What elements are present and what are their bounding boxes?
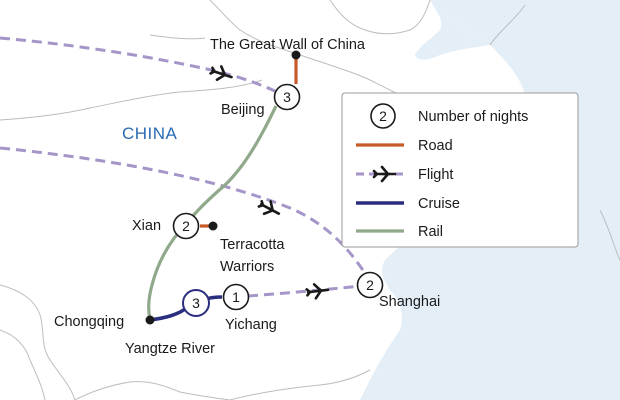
borders xyxy=(0,0,431,400)
nights-marker-xian: 2 xyxy=(172,212,200,240)
terracotta-dot xyxy=(208,221,218,231)
country-label: CHINA xyxy=(122,124,178,143)
legend-nights-icon: 2 xyxy=(370,103,396,129)
great-wall-label: The Great Wall of China xyxy=(210,37,366,53)
nights-marker-shanghai: 2 xyxy=(356,271,384,299)
great-wall-dot xyxy=(291,50,301,60)
yangtze-label: Yangtze River xyxy=(125,341,215,357)
legend-nights-label: Number of nights xyxy=(418,109,528,125)
nights-marker-yichang: 1 xyxy=(222,283,250,311)
nights-marker-yangtze: 3 xyxy=(182,289,210,317)
yichang-label: Yichang xyxy=(225,317,277,333)
chongqing-label: Chongqing xyxy=(54,314,124,330)
coastline-detail xyxy=(599,209,620,261)
chongqing-dot xyxy=(145,315,155,325)
svg-text:3: 3 xyxy=(192,295,200,311)
svg-text:2: 2 xyxy=(366,277,374,293)
terracotta-label-line1: Terracotta xyxy=(220,237,285,253)
xian-label: Xian xyxy=(132,218,161,234)
svg-text:3: 3 xyxy=(283,89,291,105)
terracotta-label-line2: Warriors xyxy=(220,259,274,275)
coastline-detail xyxy=(489,4,526,46)
legend: 2 Number of nights Road Flight Cruise Ra… xyxy=(341,92,579,248)
svg-text:2: 2 xyxy=(379,108,387,124)
legend-cruise-label: Cruise xyxy=(418,196,460,212)
shanghai-label: Shanghai xyxy=(379,294,440,310)
legend-rail-label: Rail xyxy=(418,224,443,240)
svg-text:2: 2 xyxy=(182,218,190,234)
legend-box xyxy=(341,92,579,248)
legend-road-label: Road xyxy=(418,138,453,154)
nights-marker-beijing: 3 xyxy=(273,83,301,111)
airplane-icon xyxy=(304,281,331,301)
flight-routes xyxy=(0,36,374,299)
svg-text:1: 1 xyxy=(232,289,240,305)
legend-flight-label: Flight xyxy=(418,167,453,183)
beijing-label: Beijing xyxy=(221,102,265,118)
airplane-icon xyxy=(255,196,284,222)
bohai-sea xyxy=(415,0,490,60)
